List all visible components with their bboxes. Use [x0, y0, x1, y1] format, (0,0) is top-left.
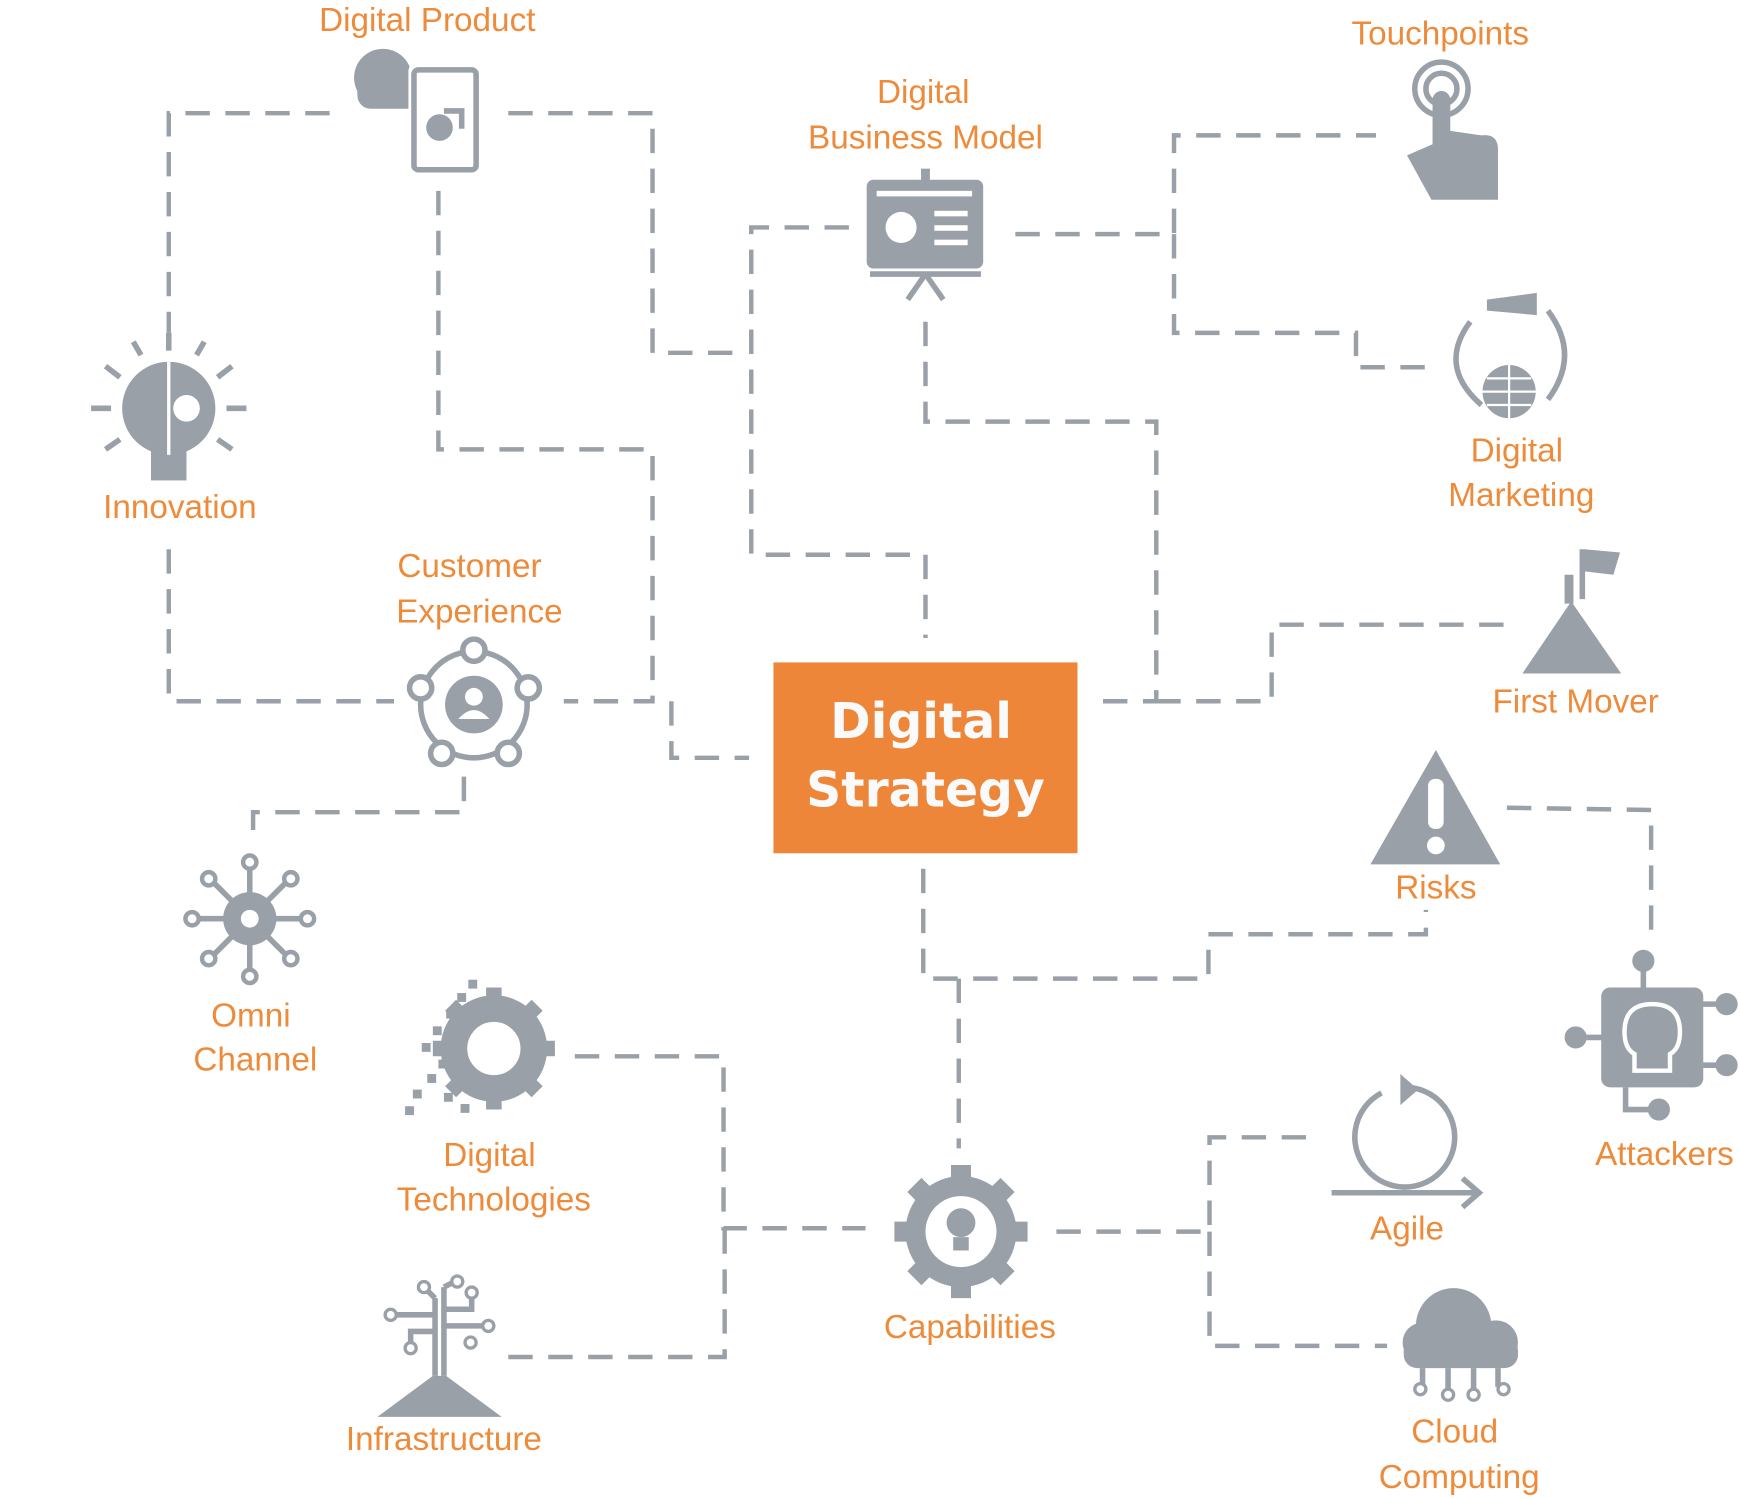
label-digital-technologies-line2: Technologies: [397, 1182, 591, 1219]
node-digital-technologies[interactable]: Digital Technologies: [397, 979, 591, 1219]
connector: [921, 868, 1429, 981]
label-omni-channel-line2: Channel: [193, 1042, 317, 1079]
label-attackers: Attackers: [1595, 1136, 1734, 1173]
node-digital-product[interactable]: Digital Product: [319, 2, 535, 176]
label-agile: Agile: [1370, 1210, 1444, 1247]
label-customer-experience-line2: Experience: [396, 593, 562, 630]
label-digital-marketing-line2: Marketing: [1448, 477, 1594, 514]
node-digital-marketing[interactable]: Digital Marketing: [1448, 292, 1594, 514]
label-digital-product: Digital Product: [319, 2, 535, 39]
label-touchpoints: Touchpoints: [1352, 15, 1530, 52]
node-risks[interactable]: Risks: [1370, 750, 1501, 907]
node-digital-business-model[interactable]: Digital Business Model: [808, 74, 1043, 302]
megaphone-globe-icon: [1453, 292, 1568, 419]
node-touchpoints[interactable]: Touchpoints: [1352, 15, 1530, 200]
label-cloud-computing-line1: Cloud: [1411, 1413, 1498, 1450]
label-cloud-computing-line2: Computing: [1379, 1459, 1540, 1496]
pixel-gear-icon: [405, 979, 555, 1116]
connector: [250, 776, 467, 846]
connector: [574, 1054, 866, 1231]
connector: [166, 549, 395, 704]
circuit-tree-icon: [377, 1274, 502, 1417]
connector: [749, 225, 928, 638]
label-digital-business-model-line2: Business Model: [808, 120, 1043, 157]
cloud-tablet-icon: [354, 48, 482, 176]
connector: [669, 701, 750, 761]
connector: [508, 110, 738, 356]
connector: [436, 190, 655, 704]
label-digital-technologies-line1: Digital: [443, 1137, 535, 1174]
gear-bulb-icon: [894, 1165, 1028, 1299]
label-capabilities: Capabilities: [884, 1309, 1056, 1346]
skull-chip-icon: [1564, 949, 1738, 1121]
node-customer-experience[interactable]: Customer Experience: [396, 548, 563, 768]
center-title-line1: Digital: [830, 693, 1012, 750]
connector: [1171, 234, 1432, 370]
label-omni-channel-line1: Omni: [211, 997, 290, 1034]
node-attackers[interactable]: Attackers: [1564, 949, 1738, 1173]
center-title-line2: Strategy: [806, 762, 1045, 819]
mountain-flag-icon: [1522, 549, 1622, 674]
node-innovation[interactable]: Innovation: [91, 332, 257, 526]
label-digital-marketing-line1: Digital: [1471, 433, 1563, 470]
node-capabilities[interactable]: Capabilities: [884, 1165, 1056, 1346]
connector: [1207, 1231, 1388, 1349]
label-first-mover: First Mover: [1493, 683, 1659, 720]
presentation-board-icon: [866, 168, 984, 302]
connector: [1156, 622, 1504, 704]
connector: [1506, 805, 1654, 944]
label-infrastructure: Infrastructure: [346, 1421, 542, 1458]
connector: [1015, 133, 1376, 237]
touch-hand-icon: [1407, 59, 1499, 200]
connector: [166, 110, 330, 333]
connector: [923, 321, 1159, 704]
connector: [508, 1226, 727, 1360]
label-digital-business-model-line1: Digital: [877, 74, 969, 111]
connectors: [166, 110, 1654, 1360]
hub-network-icon: [183, 853, 317, 986]
center-box[interactable]: Digital Strategy: [773, 662, 1078, 854]
warning-icon: [1370, 750, 1501, 865]
customer-network-icon: [406, 636, 543, 768]
node-infrastructure[interactable]: Infrastructure: [346, 1274, 542, 1458]
label-customer-experience-line1: Customer: [397, 548, 541, 585]
connector: [1056, 1135, 1315, 1234]
lightbulb-gear-icon: [91, 332, 247, 481]
node-cloud-computing[interactable]: Cloud Computing: [1379, 1288, 1540, 1496]
node-omni-channel[interactable]: Omni Channel: [183, 853, 317, 1079]
cloud-network-icon: [1402, 1288, 1518, 1402]
node-first-mover[interactable]: First Mover: [1493, 549, 1659, 720]
label-risks: Risks: [1395, 870, 1476, 907]
label-innovation: Innovation: [103, 489, 257, 526]
node-agile[interactable]: Agile: [1331, 1074, 1484, 1247]
agile-cycle-icon: [1331, 1074, 1484, 1210]
